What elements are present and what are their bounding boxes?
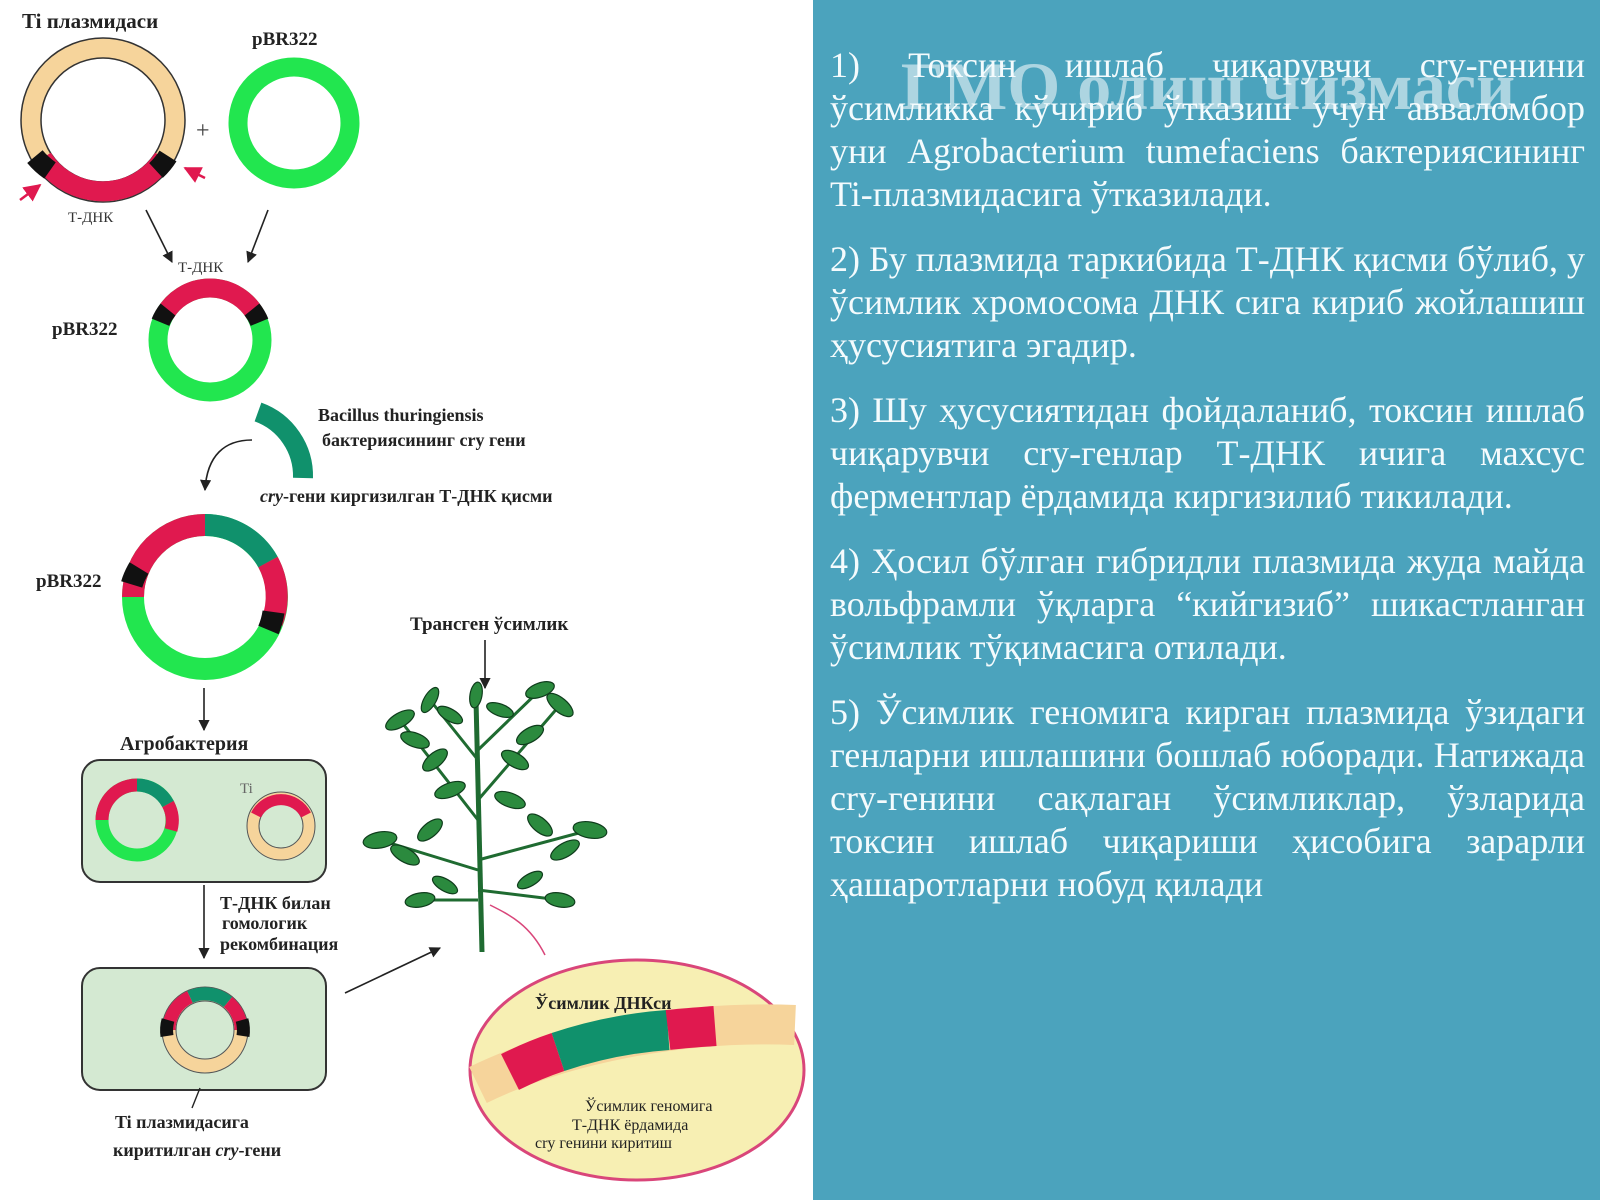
step-1: 1) Токсин ишлаб чиқарувчи cry-генини ўси… bbox=[830, 45, 1585, 214]
arrow-to-plant bbox=[344, 947, 442, 994]
cry-gene-fragment bbox=[254, 402, 314, 479]
plant-genome-line1: Ўсимлик геномига bbox=[585, 1096, 713, 1115]
gmo-diagram: Ti плазмидаси Т-ДНК pBR322 + Т-ДНК pBR32… bbox=[19, 9, 806, 1182]
pbr322-plasmid-top bbox=[228, 57, 360, 189]
plant-genome-line2: Т-ДНК ёрдамида bbox=[572, 1117, 688, 1134]
pbr322-label-top: pBR322 bbox=[252, 29, 317, 50]
ti-small-label: Ti bbox=[240, 781, 253, 797]
transgenic-plant bbox=[362, 681, 608, 953]
plant-genome-line3: cry генини киритиш bbox=[535, 1135, 673, 1152]
recomb-label-line3: рекомбинация bbox=[220, 934, 339, 954]
recombinant-plasmid bbox=[121, 513, 288, 680]
ti-cry-label-line2: киритилган cry-гени bbox=[113, 1140, 281, 1160]
border-site-right bbox=[148, 150, 177, 178]
bacillus-label-line1: Bacillus thuringiensis bbox=[318, 405, 484, 425]
ti-plasmid-label: Ti плазмидаси bbox=[22, 9, 158, 33]
plus-sign: + bbox=[196, 118, 210, 144]
border-site-left bbox=[27, 149, 56, 179]
t-dna-label-2: Т-ДНК bbox=[178, 260, 224, 276]
pbr322-label-low: pBR322 bbox=[36, 571, 101, 592]
transgenic-plant-label: Трансген ўсимлик bbox=[410, 614, 568, 635]
pbr322-plasmid-mid bbox=[148, 278, 272, 402]
slide-title: ГМО олиш чизмаси bbox=[900, 48, 1516, 124]
cut-arrow-left bbox=[19, 183, 42, 202]
agro-ti-plasmid bbox=[246, 791, 316, 861]
step-5: 5) Ўсимлик геномига кирган плазмида ўзид… bbox=[830, 692, 1585, 904]
cry-inserted-label: cry-гени киргизилган Т-ДНК қисми bbox=[260, 486, 553, 506]
t-dna-label-1: Т-ДНК bbox=[68, 210, 114, 226]
recomb-label-line1: Т-ДНК билан bbox=[220, 893, 331, 913]
diagram-panel: Ti плазмидаси Т-ДНК pBR322 + Т-ДНК pBR32… bbox=[19, 9, 806, 1182]
final-cell bbox=[81, 967, 327, 1091]
text-panel: ГМО олиш чизмаси 1) Токсин ишлаб чиқарув… bbox=[813, 0, 1600, 1200]
cut-arrow-right bbox=[183, 166, 206, 183]
step-3: 3) Шу ҳусусиятидан фойдаланиб, токсин иш… bbox=[830, 390, 1585, 516]
plant-zoom-pointer bbox=[489, 904, 546, 956]
pbr322-label-mid: pBR322 bbox=[52, 319, 117, 340]
ti-cry-label-line1: Ti плазмидасига bbox=[115, 1112, 249, 1132]
agrobacterium-cell bbox=[81, 759, 327, 883]
arrow-ti-to-pbr bbox=[145, 209, 173, 264]
agrobacterium-label: Агробактерия bbox=[120, 733, 249, 755]
agro-recombinant-plasmid bbox=[95, 778, 179, 862]
bacillus-label-line2: бактериясининг cry гени bbox=[322, 430, 526, 450]
plant-dna-label: Ўсимлик ДНКси bbox=[535, 992, 672, 1013]
steps-list: 1) Токсин ишлаб чиқарувчи cry-генини ўси… bbox=[830, 44, 1585, 928]
plant-dna-zoom bbox=[468, 958, 806, 1182]
pointer-line bbox=[191, 1087, 201, 1109]
arrow-pbr-to-pbr bbox=[246, 209, 269, 264]
arrow-insert-cry bbox=[199, 439, 253, 492]
step-4: 4) Ҳосил бўлган гибридли плазмида жуда м… bbox=[830, 541, 1585, 667]
final-ti-plasmid bbox=[160, 986, 250, 1074]
ti-plasmid bbox=[20, 37, 186, 203]
recomb-label-line2: гомологик bbox=[222, 913, 308, 933]
step-2: 2) Бу плазмида таркибида Т-ДНК қисми бўл… bbox=[830, 239, 1585, 365]
